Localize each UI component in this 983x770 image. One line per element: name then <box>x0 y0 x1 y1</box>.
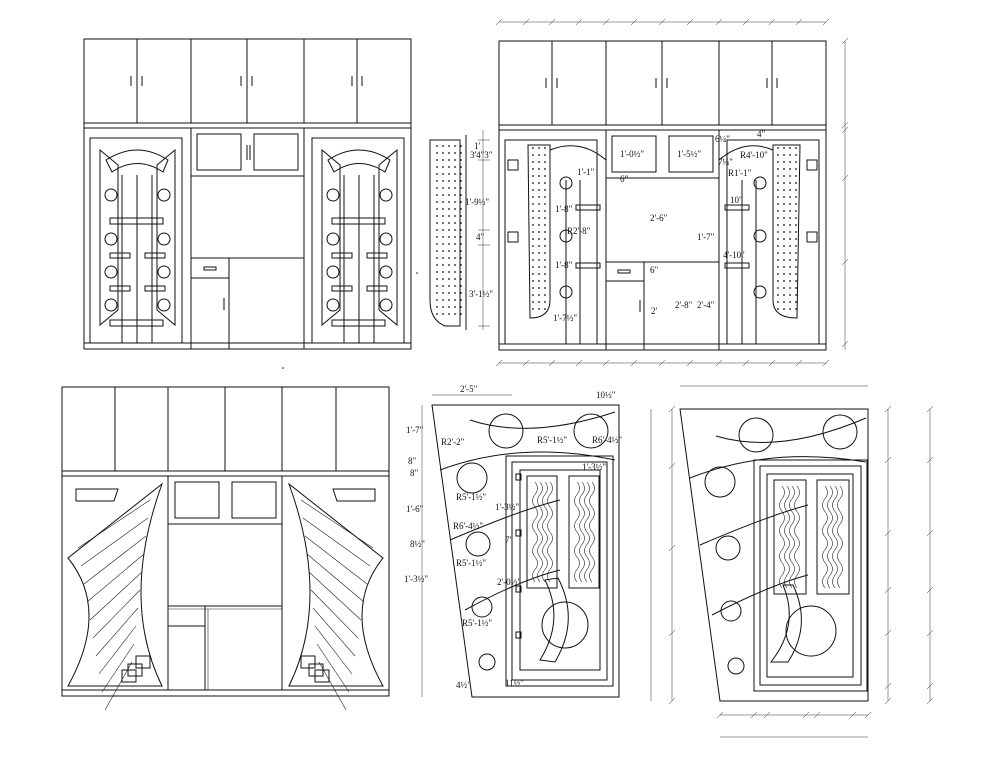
c-ann-13: R6'-4½" <box>453 521 483 531</box>
c-ann-1: 2'-5" <box>460 384 478 394</box>
tr-ann-6: 7¼" <box>718 157 733 167</box>
tr-ann-15: 1'-7" <box>697 232 715 242</box>
tr-ann-9: 1'-1" <box>577 167 595 177</box>
c-ann-3: 1'-7" <box>406 425 424 435</box>
c-ann-14: 8½" <box>410 539 425 549</box>
c-ann-19: R5'-1½" <box>462 618 492 628</box>
c-ann-4: R2'-2" <box>441 437 465 447</box>
c-ann-6: R6'-4½" <box>592 435 622 445</box>
tr-ann-7: R4'-10" <box>740 150 768 160</box>
tr-ann-18: 6" <box>650 265 659 275</box>
tr-ann-21: 2'-8" <box>675 300 693 310</box>
tr-ann-12: 2'-6" <box>650 213 668 223</box>
tr-ann-3: 1'-5½" <box>677 149 701 159</box>
c-ann-8: 1'-3½" <box>582 462 606 472</box>
elevation-top-left <box>83 38 412 350</box>
c-ann-2: 10½" <box>596 390 616 400</box>
c-ann-12: 1'-3½" <box>495 502 519 512</box>
side-dim-2: 1'-9½" <box>465 197 489 207</box>
tr-ann-20: 2' <box>651 306 658 316</box>
elevation-bottom-left <box>61 386 390 711</box>
c-ann-18: 2'-0½" <box>497 577 521 587</box>
tr-ann-11: 1'-8" <box>555 204 573 214</box>
tr-ann-13: 10" <box>730 195 743 205</box>
c-ann-5: R5'-1½" <box>537 435 567 445</box>
side-panel-section: 1' 1'-9½" 4" 3'-1½" <box>429 130 493 330</box>
c-ann-21: 11½" <box>505 678 524 688</box>
door-detail-center: 2'-5" 10½" 1'-7" R2'-2" R5'-1½" R6'-4½" … <box>404 384 622 698</box>
door-detail-right <box>650 385 934 738</box>
tr-ann-2: 1'-0½" <box>620 149 644 159</box>
tr-ann-5: 4" <box>757 129 766 139</box>
side-dim-4: 3'-1½" <box>469 289 493 299</box>
tr-ann-8: R1'-1" <box>728 168 752 178</box>
c-ann-9: 8" <box>410 468 419 478</box>
tr-ann-17: 4'-10" <box>723 250 745 260</box>
tr-ann-19: 1'-7½" <box>553 313 577 323</box>
c-ann-7: 8" <box>408 456 417 466</box>
tr-ann-4: 6¼" <box>715 134 730 144</box>
elevation-top-right: 3'4"3" 1'-0½" 1'-5½" 6¼" 4" 7¼" R4'-10" … <box>470 18 849 367</box>
c-ann-17: 1'-3½" <box>404 574 428 584</box>
c-ann-16: 7" <box>505 535 514 545</box>
tr-ann-1: 3'4"3" <box>470 150 493 160</box>
tr-ann-14: R2'-8" <box>567 226 591 236</box>
c-ann-15: R5'-1½" <box>456 558 486 568</box>
c-ann-20: 4½" <box>456 680 471 690</box>
side-dim-3: 4" <box>476 232 485 242</box>
tr-ann-22: 2'-4" <box>697 300 715 310</box>
left-wardrobe-door <box>89 137 183 344</box>
tr-ann-16: 1'-8" <box>555 260 573 270</box>
c-ann-11: 1'-6" <box>406 504 424 514</box>
c-ann-10: R5'-1½" <box>456 492 486 502</box>
tr-ann-10: 6" <box>620 174 629 184</box>
side-dim-1: 1' <box>474 141 481 151</box>
right-wardrobe-door <box>311 137 405 344</box>
